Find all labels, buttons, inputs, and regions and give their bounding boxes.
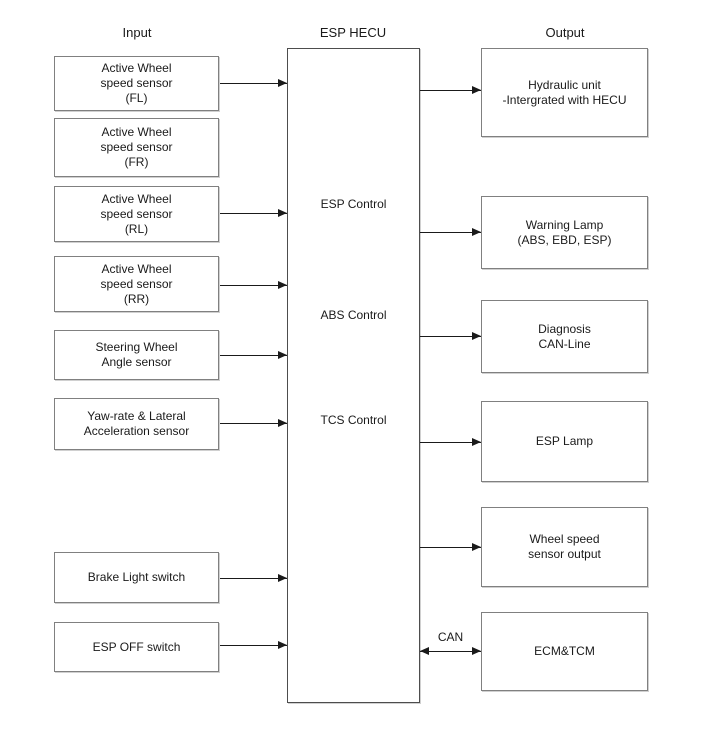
output-node-esp-lamp: ESP Lamp: [481, 401, 648, 482]
hecu-column-header: ESP HECU: [319, 25, 387, 40]
input-node-wheel-speed-fl: Active Wheel speed sensor (FL): [54, 56, 219, 111]
arrow-wheel-speed-rl-to-hecu: [220, 209, 287, 217]
arrow-hecu-to-diagnosis: [420, 332, 481, 340]
hecu-function-tcs-control: TCS Control: [320, 413, 387, 427]
arrow-wheel-speed-fl-to-hecu: [220, 79, 287, 87]
input-node-esp-off: ESP OFF switch: [54, 622, 219, 672]
output-node-wheel-speed-output: Wheel speed sensor output: [481, 507, 648, 587]
hecu-function-abs-control: ABS Control: [320, 308, 387, 322]
input-node-wheel-speed-rr: Active Wheel speed sensor (RR): [54, 256, 219, 312]
arrow-hecu-to-warning-lamp: [420, 228, 481, 236]
arrow-hecu-can-ecm-tcm: [420, 647, 481, 655]
output-node-ecm-tcm: ECM&TCM: [481, 612, 648, 691]
hecu-function-esp-control: ESP Control: [320, 197, 387, 211]
input-node-steering-angle: Steering Wheel Angle sensor: [54, 330, 219, 380]
esp-hecu-block: ESP Control ABS Control TCS Control: [287, 48, 420, 703]
arrow-steering-angle-to-hecu: [220, 351, 287, 359]
input-node-brake-light: Brake Light switch: [54, 552, 219, 603]
arrow-yaw-rate-to-hecu: [220, 419, 287, 427]
output-column-header: Output: [545, 25, 585, 40]
arrow-esp-off-to-hecu: [220, 641, 287, 649]
arrow-wheel-speed-rr-to-hecu: [220, 281, 287, 289]
output-node-warning-lamp: Warning Lamp (ABS, EBD, ESP): [481, 196, 648, 269]
input-column-header: Input: [122, 25, 152, 40]
arrow-hecu-to-wheel-speed-output: [420, 543, 481, 551]
input-node-yaw-rate: Yaw-rate & Lateral Acceleration sensor: [54, 398, 219, 450]
input-node-wheel-speed-fr: Active Wheel speed sensor (FR): [54, 118, 219, 177]
arrow-hecu-to-esp-lamp: [420, 438, 481, 446]
output-node-hydraulic-unit: Hydraulic unit -Intergrated with HECU: [481, 48, 648, 137]
output-node-diagnosis: Diagnosis CAN-Line: [481, 300, 648, 373]
arrow-hecu-to-hydraulic-unit: [420, 86, 481, 94]
input-node-wheel-speed-rl: Active Wheel speed sensor (RL): [54, 186, 219, 242]
arrow-brake-light-to-hecu: [220, 574, 287, 582]
can-bus-label: CAN: [437, 630, 464, 644]
